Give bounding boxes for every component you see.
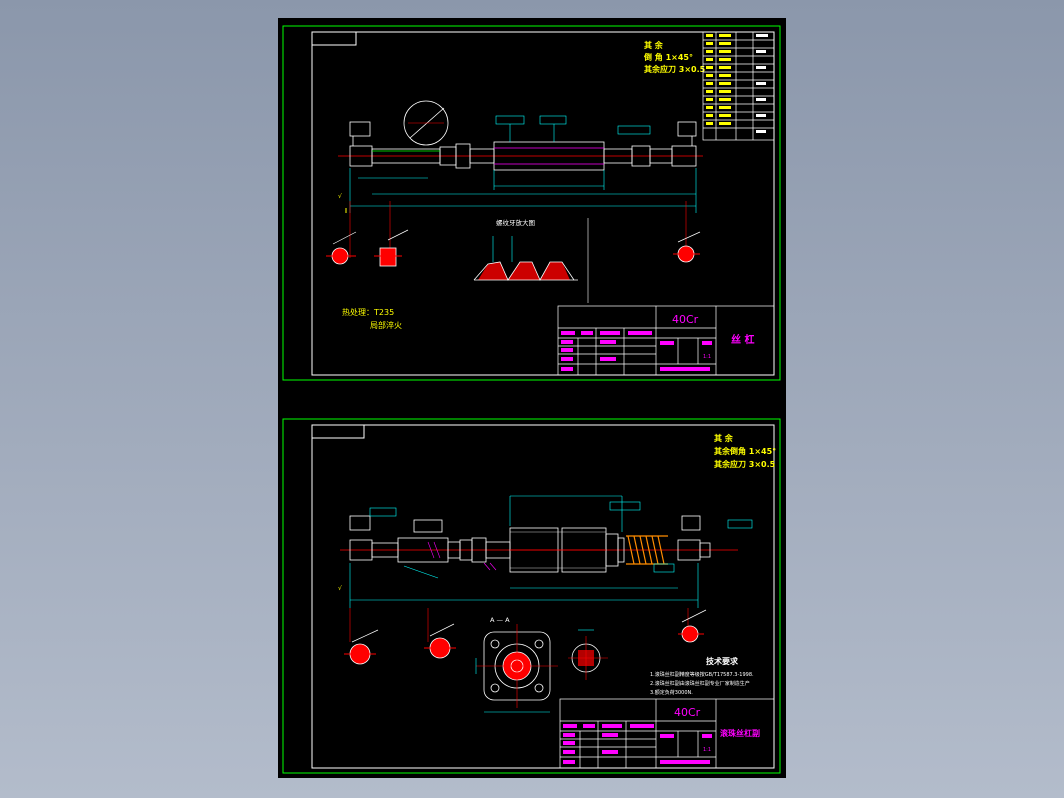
part-name-bottom: 滚珠丝杠副 (720, 728, 760, 738)
hardening-note: 局部淬火 (370, 320, 402, 330)
scale-top: 1:1 (703, 354, 711, 360)
keyway-circle (403, 100, 449, 146)
section-circle-mid (374, 229, 409, 267)
drawing-bottom: 其 余 其余倒角 1×45° 其余应刀 3×0.5 (282, 418, 781, 774)
tech-requirement-3: 3.额定负荷3000N. (650, 689, 693, 696)
part-name-top: 丝 杠 (731, 333, 754, 346)
svg-text:√: √ (338, 193, 342, 200)
title-block-bottom-marks (563, 724, 712, 764)
dimensions-top (349, 115, 697, 213)
section-circle-left (326, 231, 357, 265)
section-circle-b2 (424, 623, 456, 659)
material-label-bottom: 40Cr (674, 706, 701, 719)
dimensions-bottom (349, 495, 753, 608)
parameter-table (702, 31, 775, 141)
flange-nut-section (475, 624, 558, 713)
heat-treatment-note: 热处理：T235 (342, 307, 394, 317)
note-line-2: 倒 角 1×45° (643, 52, 693, 62)
note-line-1: 其 余 (644, 40, 664, 50)
cad-sheet: 其 余 倒 角 1×45° 其余应刀 3×0.5 (278, 18, 786, 778)
corner-box (311, 424, 365, 439)
section-circle-b1 (344, 629, 379, 665)
section-circle-right (673, 231, 701, 263)
note-line-3: 其余应刀 3×0.5 (714, 459, 776, 469)
outer-frame (282, 25, 781, 381)
parameter-table-values (756, 50, 766, 133)
title-block-top-marks (561, 331, 712, 371)
svg-text:√: √ (338, 585, 342, 592)
title-block-bottom (559, 698, 775, 769)
thread-profile-detail (473, 218, 589, 303)
parameter-table-marks (706, 34, 768, 125)
shaft-bottom-view (349, 515, 711, 573)
note-line-1: 其 余 (714, 433, 734, 443)
thread-detail-label: 螺纹牙放大图 (496, 218, 535, 227)
note-line-2: 其余倒角 1×45° (714, 446, 776, 456)
inner-frame (311, 424, 775, 769)
section-aa-label: A — A (490, 616, 510, 624)
keyway-section-detail (568, 629, 608, 680)
outer-frame (282, 418, 781, 774)
note-line-3: 其余应刀 3×0.5 (644, 64, 706, 74)
shaft-top-view (338, 121, 703, 171)
section-circle-b3 (678, 609, 707, 643)
corner-box (311, 31, 357, 46)
drawing-top: 其 余 倒 角 1×45° 其余应刀 3×0.5 (282, 25, 781, 381)
tech-requirements-title: 技术要求 (706, 656, 739, 666)
inner-frame (311, 31, 775, 376)
tech-requirement-1: 1.滚珠丝杠副精度等级按GB/T17587.3-1998. (650, 671, 754, 678)
scale-bottom: 1:1 (703, 747, 711, 753)
tech-requirement-2: 2.滚珠丝杠副由滚珠丝杠副专业厂家制造生产 (650, 680, 750, 687)
title-block-top (557, 305, 775, 376)
hatch-marks-bottom (427, 541, 497, 571)
material-label-top: 40Cr (672, 313, 699, 326)
